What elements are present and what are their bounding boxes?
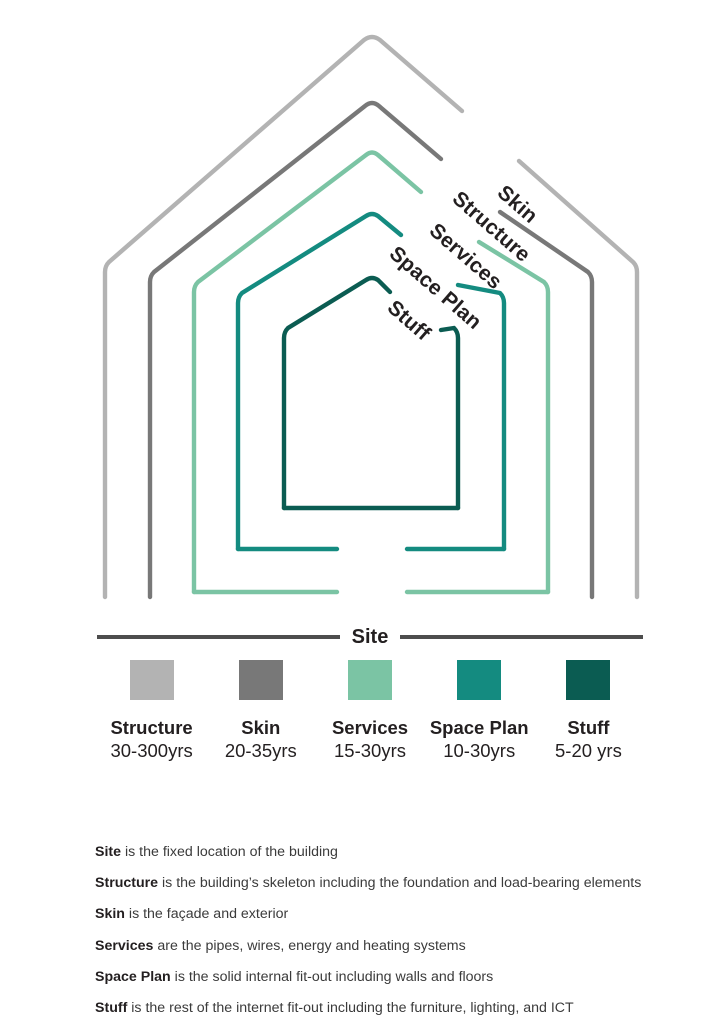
legend-name-structure: Structure [110, 717, 193, 738]
house-outline-services [191, 150, 551, 595]
legend-name-space-plan: Space Plan [429, 717, 529, 738]
description-term-services: Services [95, 937, 154, 954]
site-rule-right [400, 635, 643, 639]
legend-years-space-plan: 10-30yrs [443, 740, 516, 762]
legend-swatch-skin [238, 660, 283, 700]
description-term-stuff: Stuff [95, 1000, 128, 1017]
legend-swatch-services [348, 660, 392, 700]
description-text-site: is the fixed location of the building [121, 844, 338, 860]
site-rule-left [97, 635, 340, 639]
description-item-structure: Structure is the building’s skeleton inc… [95, 876, 695, 890]
legend-name-services: Services [331, 717, 409, 738]
legend-name-skin: Skin [241, 717, 281, 738]
description-item-space-plan: Space Plan is the solid internal fit-out… [95, 970, 695, 984]
house-outline-space-plan [235, 211, 507, 552]
description-item-skin: Skin is the façade and exterior [95, 907, 695, 921]
legend-years-stuff: 5-20 yrs [555, 740, 622, 762]
description-text-structure: is the building’s skeleton including the… [158, 875, 642, 892]
description-text-skin: is the façade and exterior [124, 906, 289, 923]
description-term-skin: Skin [95, 906, 125, 923]
description-term-space-plan: Space Plan [95, 968, 171, 985]
description-item-stuff: Stuff is the rest of the internet fit-ou… [95, 1001, 695, 1015]
legend-item-structure: Structure 30-300yrs [97, 660, 206, 762]
legend-years-structure: 30-300yrs [110, 740, 193, 762]
house-outline-structure [147, 100, 595, 600]
legend-years-services: 15-30yrs [334, 740, 406, 762]
legend-swatch-structure [129, 660, 174, 700]
legend-swatch-space-plan [457, 660, 502, 700]
legend-swatch-stuff [566, 660, 611, 700]
description-item-services: Services are the pipes, wires, energy an… [95, 939, 695, 953]
description-term-site: Site [95, 844, 122, 860]
house-outline-stuff [281, 275, 461, 511]
description-list: Site is the fixed location of the buildi… [95, 845, 695, 1032]
site-label: Site [351, 626, 389, 648]
legend-item-skin: Skin 20-35yrs [206, 660, 315, 762]
description-text-space-plan: is the solid internal fit-out including … [170, 968, 494, 985]
legend: Structure 30-300yrs Skin 20-35yrs Servic… [97, 660, 643, 762]
legend-item-space-plan: Space Plan 10-30yrs [425, 660, 534, 762]
description-text-stuff: is the rest of the internet fit-out incl… [127, 1000, 574, 1017]
description-text-services: are the pipes, wires, energy and heating… [153, 937, 466, 954]
legend-item-services: Services 15-30yrs [315, 660, 424, 762]
site-divider-row: Site [97, 624, 643, 650]
description-term-structure: Structure [95, 875, 159, 892]
legend-name-stuff: Stuff [567, 717, 610, 738]
description-item-site: Site is the fixed location of the buildi… [95, 845, 695, 859]
legend-years-skin: 20-35yrs [224, 740, 297, 762]
legend-item-stuff: Stuff 5-20 yrs [534, 660, 643, 762]
house-outline-outer [102, 34, 640, 600]
